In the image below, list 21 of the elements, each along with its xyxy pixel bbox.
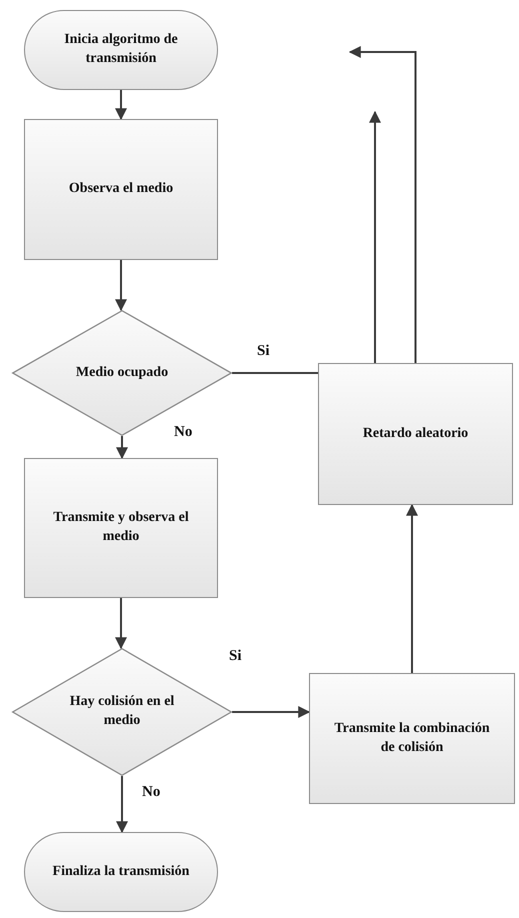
arrow bbox=[115, 598, 127, 650]
process-box bbox=[24, 458, 218, 598]
process-box bbox=[318, 363, 513, 505]
node-text: Hay colisión en el medio bbox=[68, 693, 176, 730]
arrow bbox=[116, 776, 128, 834]
node-text: Observa el medio bbox=[68, 180, 174, 198]
arrow bbox=[348, 46, 416, 363]
arrow bbox=[115, 260, 127, 312]
process-box bbox=[24, 119, 218, 260]
decision-diamond bbox=[12, 310, 232, 436]
process-box bbox=[309, 673, 515, 804]
node-text: Finaliza la transmisión bbox=[52, 862, 190, 881]
node-text: Transmite y observa el medio bbox=[52, 509, 190, 546]
node-text: Transmite la combinación de colisión bbox=[333, 720, 491, 756]
arrow bbox=[232, 706, 310, 718]
node-text: Retardo aleatorio bbox=[362, 424, 468, 443]
arrow bbox=[406, 504, 418, 673]
node-text: Inicia algoritmo de transmisión bbox=[63, 31, 179, 68]
node-text: Medio ocupado bbox=[76, 364, 168, 382]
arrow bbox=[115, 90, 127, 120]
arrow bbox=[116, 436, 128, 460]
